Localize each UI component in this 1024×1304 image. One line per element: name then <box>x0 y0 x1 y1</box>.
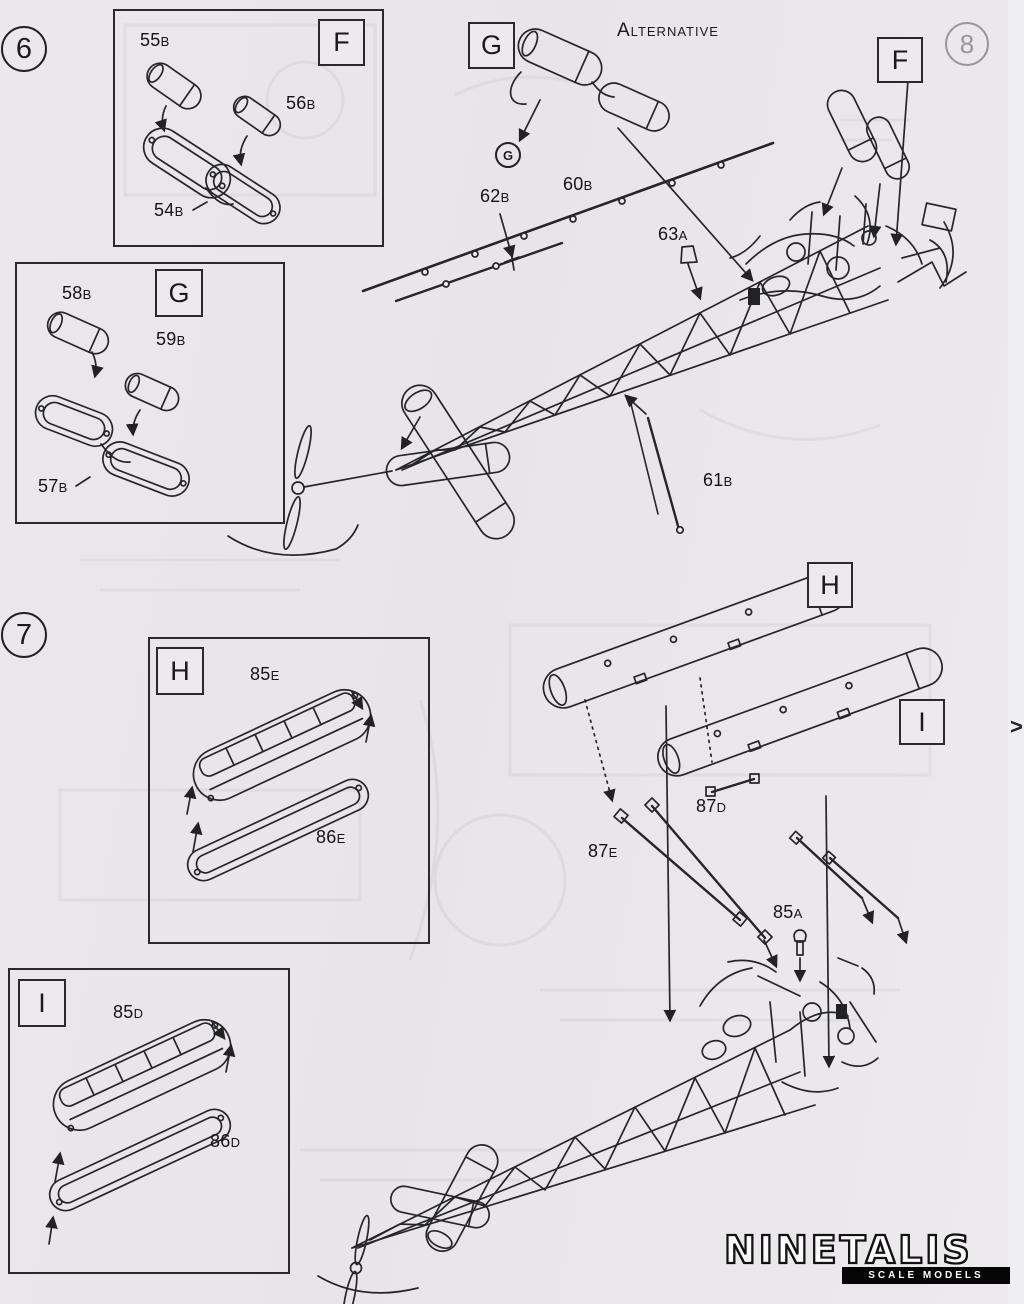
inset-f-art <box>142 62 282 225</box>
part-label-87d: 87D <box>696 796 726 817</box>
part-label-60b: 60B <box>563 174 593 195</box>
part-suffix: E <box>608 845 618 860</box>
part-label-85e: 85E <box>250 664 280 685</box>
step-7-badge: 7 <box>1 612 47 658</box>
part-label-61b: 61B <box>703 470 733 491</box>
step-7-number: 7 <box>15 618 33 651</box>
part-number: 85 <box>250 664 271 684</box>
watermark-subtitle-text: SCALE MODELS <box>868 1270 984 1281</box>
showthrough-layer <box>58 23 932 1182</box>
part-label-85a: 85A <box>773 902 803 923</box>
letter-i: I <box>918 706 926 737</box>
inset-box-f <box>113 9 384 247</box>
scan-page-edge <box>1008 0 1024 1304</box>
part-number: 86 <box>210 1131 231 1151</box>
inset-box-h <box>148 637 430 944</box>
part-suffix: B <box>306 97 316 112</box>
letter-g: G <box>502 147 514 163</box>
part-suffix: E <box>270 668 280 683</box>
subassembly-box-g-inset: G <box>155 269 203 317</box>
step6-assembly-art <box>227 28 967 556</box>
part-suffix: D <box>716 800 727 815</box>
inset-h-art <box>183 688 376 882</box>
part-suffix: A <box>678 228 688 243</box>
part-number: 85 <box>773 902 794 922</box>
part-number: 86 <box>316 827 337 847</box>
part-label-87e: 87E <box>588 841 618 862</box>
inset-box-i <box>8 968 290 1274</box>
part-label-55b: 55B <box>140 30 170 51</box>
letter-h: H <box>170 655 190 686</box>
subassembly-box-f-main: F <box>877 37 923 83</box>
part-number: 62 <box>480 186 501 206</box>
part-suffix: A <box>793 906 803 921</box>
letter-f: F <box>333 27 350 57</box>
ninetalis-watermark-subtitle: SCALE MODELS <box>842 1267 1010 1284</box>
step-6-badge: 6 <box>1 26 47 72</box>
part-label-62b: 62B <box>480 186 510 207</box>
subassembly-box-h-inset: H <box>156 647 204 695</box>
part-label-57b: 57B <box>38 476 68 497</box>
inset-g-art <box>34 311 190 497</box>
step7-assembly-art <box>317 571 943 1304</box>
part-number: 87 <box>696 796 717 816</box>
page-edge-marker: > <box>1010 714 1023 739</box>
part-suffix: B <box>500 190 510 205</box>
part-suffix: B <box>723 474 733 489</box>
part-number: 57 <box>38 476 59 496</box>
letter-i: I <box>38 987 46 1018</box>
letter-h: H <box>820 569 840 600</box>
part-suffix: D <box>230 1135 241 1150</box>
letter-g: G <box>168 277 190 308</box>
subassembly-box-i-inset: I <box>18 979 66 1027</box>
part-label-63a: 63A <box>658 224 688 245</box>
step-6-number: 6 <box>15 32 33 65</box>
part-label-54b: 54B <box>154 200 184 221</box>
part-suffix: B <box>82 287 92 302</box>
subassembly-box-f-inset: F <box>318 19 365 66</box>
part-number: 61 <box>703 470 724 490</box>
inset-i-art <box>45 1018 236 1245</box>
part-label-58b: 58B <box>62 283 92 304</box>
part-number: 63 <box>658 224 679 244</box>
part-suffix: B <box>174 204 184 219</box>
subassembly-box-h-main: H <box>807 562 853 608</box>
ninetalis-watermark: NINETALIS <box>723 1227 973 1273</box>
page-8-number: 8 <box>959 28 975 59</box>
part-label-59b: 59B <box>156 329 186 350</box>
part-suffix: B <box>160 34 170 49</box>
part-suffix: D <box>133 1006 144 1021</box>
part-suffix: B <box>176 333 186 348</box>
part-suffix: B <box>58 480 68 495</box>
inset-box-g <box>15 262 285 524</box>
subassembly-box-g-main: G <box>468 22 515 69</box>
part-number: 59 <box>156 329 177 349</box>
part-number: 55 <box>140 30 161 50</box>
part-number: 60 <box>563 174 584 194</box>
part-label-86e: 86E <box>316 827 346 848</box>
letter-f: F <box>891 44 909 75</box>
part-label-56b: 56B <box>286 93 316 114</box>
part-number: 85 <box>113 1002 134 1022</box>
part-number: 56 <box>286 93 307 113</box>
part-number: 87 <box>588 841 609 861</box>
part-label-85d: 85D <box>113 1002 143 1023</box>
alternative-label: Alternative <box>617 20 719 41</box>
part-number: 58 <box>62 283 83 303</box>
part-number: 54 <box>154 200 175 220</box>
part-suffix: B <box>583 178 593 193</box>
circled-g-marker: G <box>495 142 521 168</box>
part-suffix: E <box>336 831 346 846</box>
part-label-86d: 86D <box>210 1131 240 1152</box>
letter-g: G <box>480 30 502 60</box>
page-8-badge: 8 <box>945 22 989 66</box>
subassembly-box-i-main: I <box>899 699 945 745</box>
